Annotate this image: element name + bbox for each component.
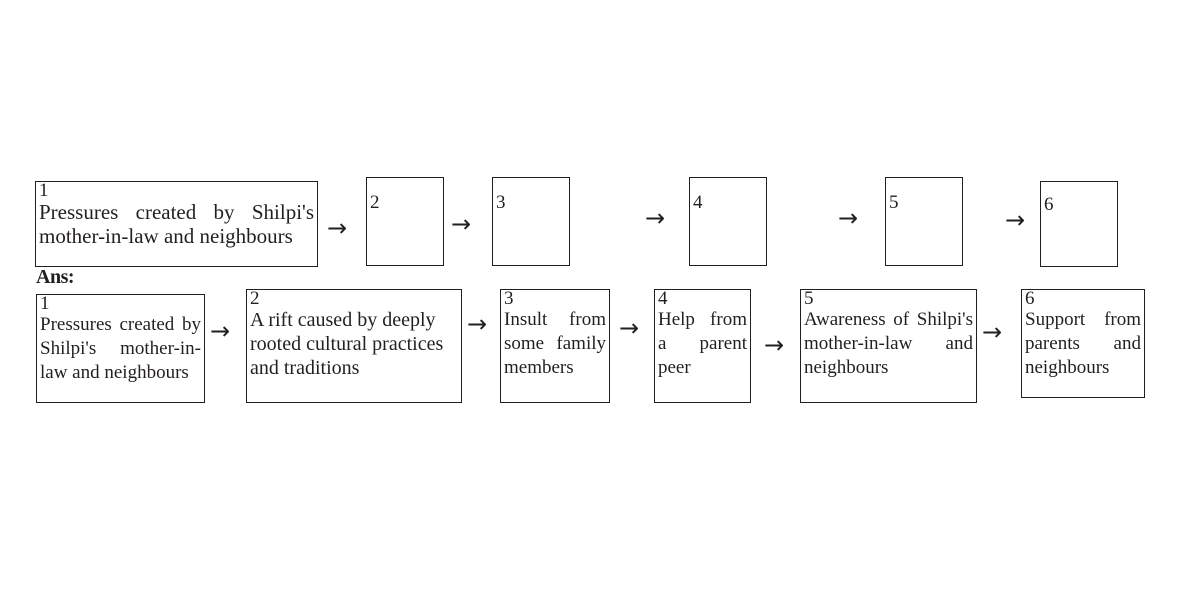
answer-box-5: 5 Awareness of Shilpi's mother-in-law an… xyxy=(800,289,977,403)
answer-box-4: 4 Help from a parent peer xyxy=(654,289,751,403)
arrow-icon: → xyxy=(645,204,666,232)
box-text: Insult from some family members xyxy=(504,309,606,378)
box-text: Pressures created by Shilpi's mother-in-… xyxy=(39,200,314,248)
box-number: 2 xyxy=(250,288,260,309)
arrow-icon: → xyxy=(467,310,488,338)
arrow-icon: → xyxy=(451,210,472,238)
answer-box-2: 2 A rift caused by deeply rooted cultura… xyxy=(246,289,462,403)
box-number: 5 xyxy=(804,288,814,309)
answer-label: Ans: xyxy=(36,266,75,288)
box-number: 3 xyxy=(496,192,506,213)
question-box-1: 1 Pressures created by Shilpi's mother-i… xyxy=(35,181,318,267)
box-text: Help from a parent peer xyxy=(658,309,747,378)
arrow-icon: → xyxy=(619,314,640,342)
box-text: Support from parents and neighbours xyxy=(1025,309,1141,378)
box-number: 1 xyxy=(39,180,49,201)
question-box-4: 4 xyxy=(689,177,767,266)
answer-box-1: 1 Pressures created by Shilpi's mother-i… xyxy=(36,294,205,403)
question-box-5: 5 xyxy=(885,177,963,266)
arrow-icon: → xyxy=(764,331,785,359)
arrow-icon: → xyxy=(1005,206,1026,234)
box-number: 3 xyxy=(504,288,514,309)
box-number: 2 xyxy=(370,192,380,213)
box-number: 4 xyxy=(693,192,703,213)
answer-box-3: 3 Insult from some family members xyxy=(500,289,610,403)
box-text: Pressures created by Shilpi's mother-in-… xyxy=(40,314,201,383)
arrow-icon: → xyxy=(210,317,231,345)
question-box-6: 6 xyxy=(1040,181,1118,267)
question-box-2: 2 xyxy=(366,177,444,266)
answer-box-6: 6 Support from parents and neighbours xyxy=(1021,289,1145,398)
box-number: 4 xyxy=(658,288,668,309)
arrow-icon: → xyxy=(982,318,1003,346)
arrow-icon: → xyxy=(838,204,859,232)
question-box-3: 3 xyxy=(492,177,570,266)
box-number: 6 xyxy=(1025,288,1035,309)
box-text: A rift caused by deeply rooted cultural … xyxy=(250,309,444,379)
box-number: 6 xyxy=(1044,194,1054,215)
box-text: Awareness of Shilpi's mother-in-law and … xyxy=(804,309,973,378)
box-number: 1 xyxy=(40,293,50,314)
arrow-icon: → xyxy=(327,214,348,242)
box-number: 5 xyxy=(889,192,899,213)
